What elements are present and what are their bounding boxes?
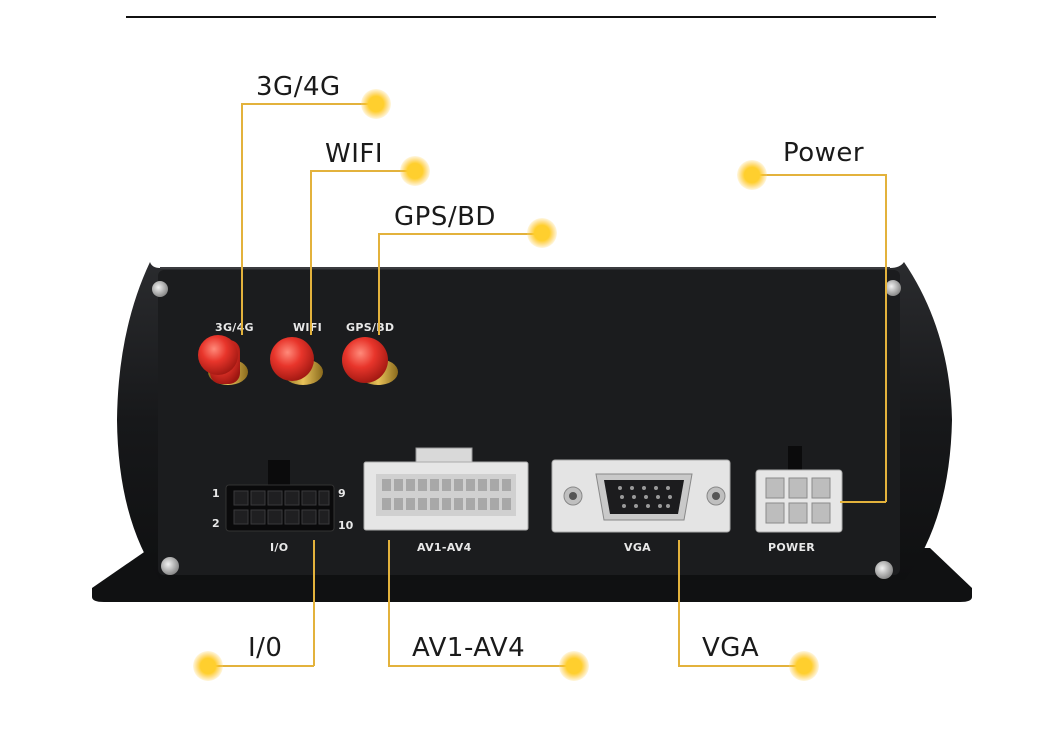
panel-label-gps: GPS/BD xyxy=(346,321,395,334)
callout-io: I/0 xyxy=(248,633,283,663)
callout-dot-icon xyxy=(527,218,557,248)
callout-wifi: WIFI xyxy=(325,139,383,169)
callout-dot-icon xyxy=(559,651,589,681)
io-connector-icon xyxy=(225,460,335,532)
antenna-wifi-icon xyxy=(270,337,323,385)
vga-connector-icon xyxy=(551,459,731,533)
top-divider xyxy=(126,16,936,18)
pin-number: 9 xyxy=(338,487,346,500)
callout-dot-icon xyxy=(193,651,223,681)
panel-label-wifi: WIFI xyxy=(293,321,323,334)
pin-number: 1 xyxy=(212,487,220,500)
callout-dot-icon xyxy=(737,160,767,190)
callout-3g4g: 3G/4G xyxy=(256,72,341,102)
panel-label-3g4g: 3G/4G xyxy=(215,321,254,334)
callout-vga: VGA xyxy=(702,633,760,663)
av-connector-icon xyxy=(363,447,529,531)
screw-icon xyxy=(152,280,901,579)
callout-gps: GPS/BD xyxy=(394,202,496,232)
callout-av: AV1-AV4 xyxy=(412,633,526,663)
callout-dot-icon xyxy=(789,651,819,681)
power-connector-icon xyxy=(755,446,843,533)
antenna-3g4g-icon xyxy=(198,335,248,385)
panel-label-power: POWER xyxy=(768,541,816,554)
panel-label-vga: VGA xyxy=(624,541,651,554)
panel-label-io: I/O xyxy=(270,541,289,554)
panel-label-av: AV1-AV4 xyxy=(417,541,472,554)
antenna-gps-icon xyxy=(342,337,398,385)
callout-dot-icon xyxy=(400,156,430,186)
pin-number: 2 xyxy=(212,517,220,530)
callout-dot-icon xyxy=(361,89,391,119)
pin-number: 10 xyxy=(338,519,354,532)
callout-power: Power xyxy=(783,138,865,168)
